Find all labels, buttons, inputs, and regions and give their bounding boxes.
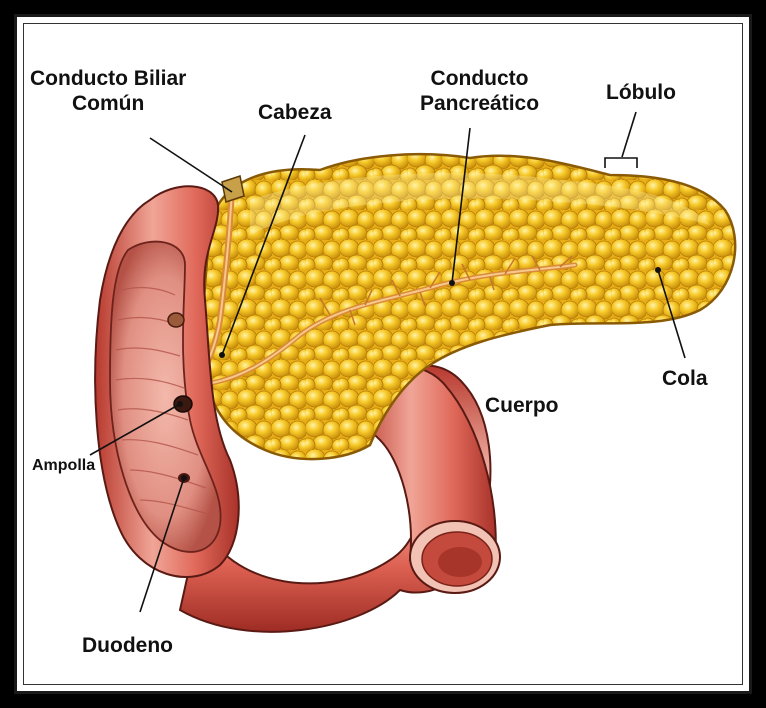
leader-common-bile-duct	[150, 138, 232, 192]
label-tail: Cola	[662, 366, 708, 391]
label-head: Cabeza	[258, 100, 332, 125]
label-pancreatic-duct-line1: Conducto	[420, 66, 539, 91]
label-pancreatic-duct-line2: Pancreático	[420, 91, 539, 116]
label-body: Cuerpo	[485, 393, 559, 418]
leader-lobule	[622, 112, 636, 157]
label-lobule: Lóbulo	[606, 80, 676, 105]
jejunum-lumen-inner	[438, 547, 482, 577]
label-duodenum: Duodeno	[82, 633, 173, 658]
label-pancreatic-duct: Conducto Pancreático	[420, 66, 539, 116]
lobule-bracket	[605, 158, 637, 168]
minor-papilla	[168, 313, 184, 327]
label-common-bile-duct-line1: Conducto Biliar	[30, 66, 186, 91]
label-ampulla: Ampolla	[32, 456, 95, 475]
label-common-bile-duct: Conducto Biliar Común	[30, 66, 186, 116]
label-common-bile-duct-line2: Común	[30, 91, 186, 116]
